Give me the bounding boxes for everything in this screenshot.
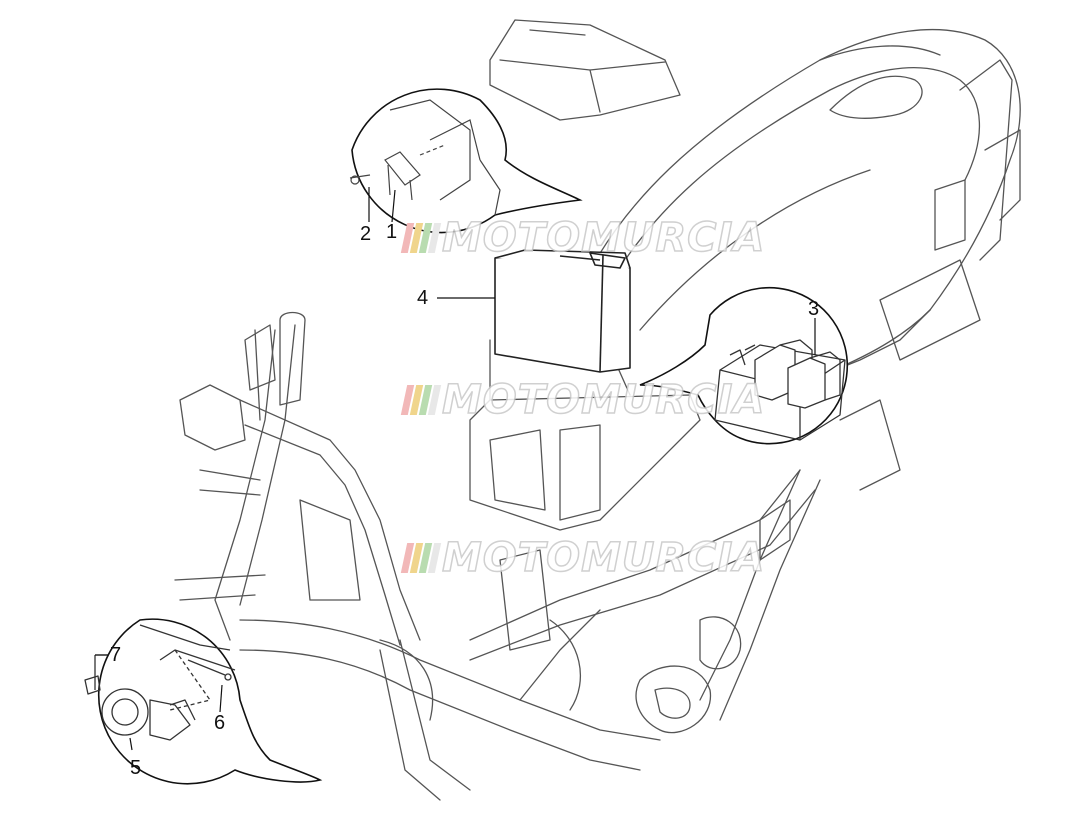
callout-1: 1 [386, 221, 398, 243]
watermark-top: MOTOMURCIA [400, 214, 766, 262]
callout-5: 5 [130, 757, 142, 779]
watermark-logo-stripes [400, 385, 442, 415]
engine-mount [299, 499, 582, 721]
watermark-text: MOTOMURCIA [441, 214, 766, 262]
callout-6: 6 [214, 712, 226, 734]
main-frame [174, 259, 981, 801]
battery-cover [489, 19, 681, 121]
watermark-text: MOTOMURCIA [441, 534, 766, 582]
callout-2: 2 [360, 223, 372, 245]
watermark-text: MOTOMURCIA [441, 376, 766, 424]
leader-lines [95, 187, 816, 751]
detail-circle-relay [349, 88, 583, 234]
detail-circle-fuse-box [639, 286, 849, 445]
watermark-logo-stripes [400, 223, 442, 253]
watermark-middle: MOTOMURCIA [400, 376, 766, 424]
watermark-logo-stripes [400, 543, 442, 573]
callout-3: 3 [808, 298, 820, 320]
callout-4: 4 [417, 287, 429, 309]
watermark-bottom: MOTOMURCIA [400, 534, 766, 582]
battery [494, 249, 631, 373]
callout-7: 7 [110, 644, 122, 666]
